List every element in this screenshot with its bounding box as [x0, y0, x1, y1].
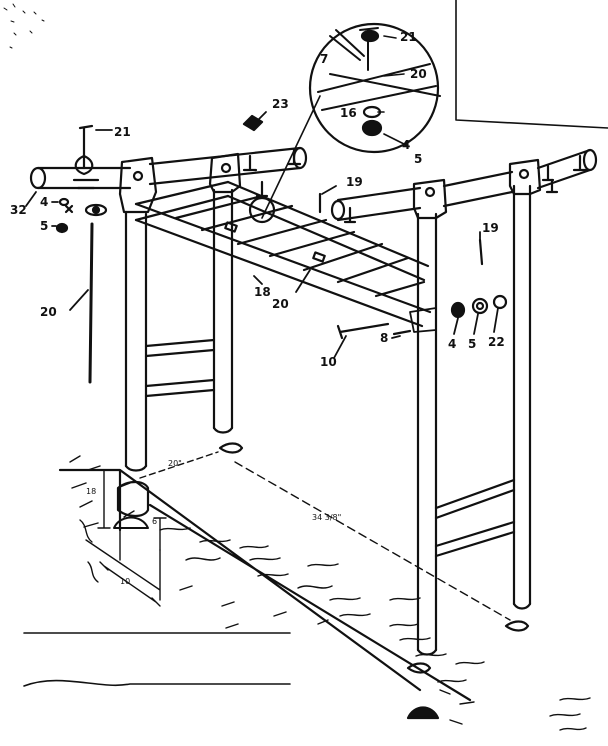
dimension-line-20: [139, 451, 219, 479]
label-5-left: 5: [40, 219, 48, 233]
ground-post-mark-right: [504, 620, 530, 632]
top-rail-left: [29, 146, 308, 190]
ground-post-mark-front: [406, 662, 432, 674]
label-20-detail: 20: [410, 67, 427, 81]
dimension-18-arrow: [97, 469, 111, 529]
side-brace-left: [144, 338, 216, 398]
post-front-right: [416, 212, 438, 656]
label-4-left: 4: [40, 195, 48, 209]
label-5-detail: 5: [414, 152, 422, 166]
detail-inset: [248, 22, 441, 224]
footing-hole-left: [113, 516, 149, 529]
footing-left: [116, 480, 150, 518]
label-21-left: 21: [114, 125, 131, 139]
dimension-10: 10: [120, 577, 130, 586]
post-front-left: [124, 210, 148, 472]
house-wall: [455, 0, 608, 129]
exploded-hardware-right: [242, 114, 508, 340]
label-19-right: 19: [482, 221, 499, 235]
label-8: 8: [380, 331, 388, 345]
post-back-right: [512, 184, 532, 610]
t-fitting-front-right: [412, 178, 448, 220]
label-18: 18: [254, 285, 271, 299]
footing-hole-right: [406, 706, 440, 720]
rail-clamps: [242, 148, 588, 224]
ladder: [134, 180, 437, 333]
dimension-10-arrow: [99, 561, 161, 607]
label-5-right: 5: [468, 337, 476, 351]
label-22: 22: [488, 335, 505, 349]
label-20-left: 20: [40, 305, 57, 319]
part-labels: 21 7 20 16 4 5 23 21 19 32 4 5 20 19 18 …: [10, 30, 505, 369]
dimension-6: 6: [152, 517, 157, 526]
dimension-18: 18: [86, 487, 96, 496]
label-7: 7: [320, 52, 328, 66]
label-19-top: 19: [346, 175, 363, 189]
label-16: 16: [340, 106, 357, 120]
label-20-mid: 20: [272, 297, 289, 311]
dimension-line-34: [234, 461, 511, 621]
print-speckle: [3, 3, 45, 49]
side-brace-right: [434, 478, 516, 558]
label-10: 10: [320, 355, 337, 369]
exploded-hardware-left: [55, 124, 108, 384]
dimension-6-arrow: [153, 517, 167, 551]
t-fitting-back-left: [208, 152, 242, 194]
dimension-labels: 20" 34 3/8" 18 6 10: [86, 459, 341, 586]
base-line: [23, 632, 291, 687]
footing-depth-lines: [85, 529, 161, 601]
ground-texture: [69, 455, 591, 731]
ground-post-mark-left: [218, 442, 244, 454]
label-21-detail: 21: [400, 30, 417, 44]
top-rail-right: [330, 148, 598, 222]
label-23: 23: [272, 97, 289, 111]
leader-lines: [25, 111, 499, 359]
t-fitting-back-right: [508, 158, 542, 196]
t-fitting-front-left: [118, 156, 158, 214]
label-32: 32: [10, 203, 27, 217]
dimension-34: 34 3/8": [312, 513, 341, 522]
label-4-right: 4: [448, 337, 456, 351]
label-4-detail: 4: [402, 138, 410, 152]
dimension-20: 20": [168, 459, 182, 468]
